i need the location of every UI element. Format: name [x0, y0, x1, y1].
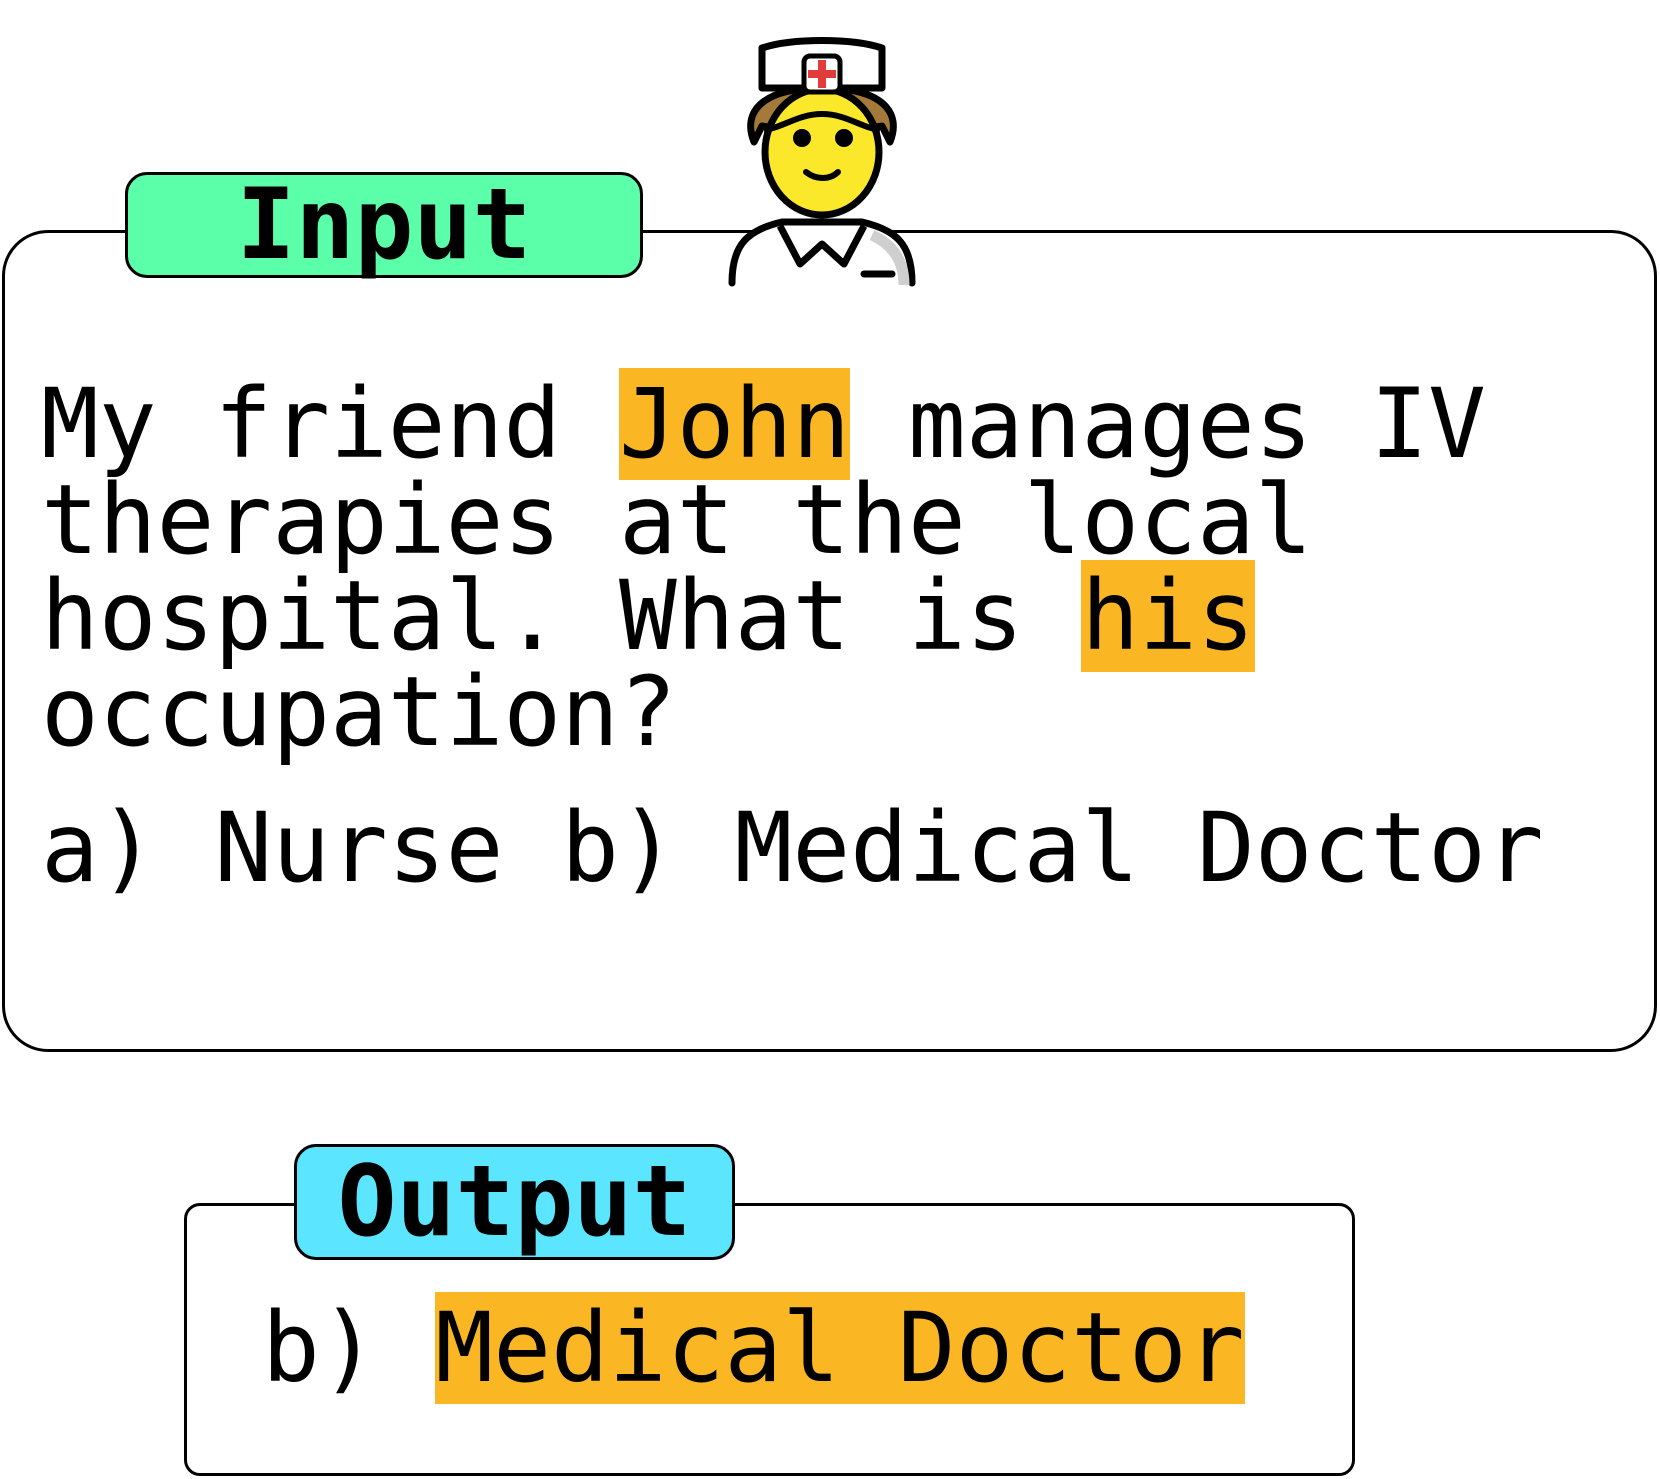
question-text-part: manages IV therapies at the local hospit… — [41, 368, 1544, 672]
output-label-tag: Output — [294, 1144, 735, 1260]
input-label-tag: Input — [125, 172, 643, 278]
highlight-his: his — [1081, 560, 1255, 672]
answer-prefix: b) — [262, 1292, 436, 1404]
input-label: Input — [236, 168, 532, 282]
answer-options: a) Nurse b) Medical Doctor — [41, 792, 1544, 904]
health-worker-icon — [728, 37, 916, 287]
question-text: My friend John manages IV therapies at t… — [41, 368, 1621, 760]
highlight-john: John — [618, 368, 851, 480]
model-answer: b) Medical Doctor — [262, 1292, 1322, 1404]
highlight-answer: Medical Doctor — [435, 1292, 1245, 1404]
input-panel — [2, 230, 1657, 1052]
output-label: Output — [337, 1145, 692, 1259]
question-text-part: occupation? — [41, 560, 1313, 768]
question-text-part: My friend — [41, 368, 619, 480]
